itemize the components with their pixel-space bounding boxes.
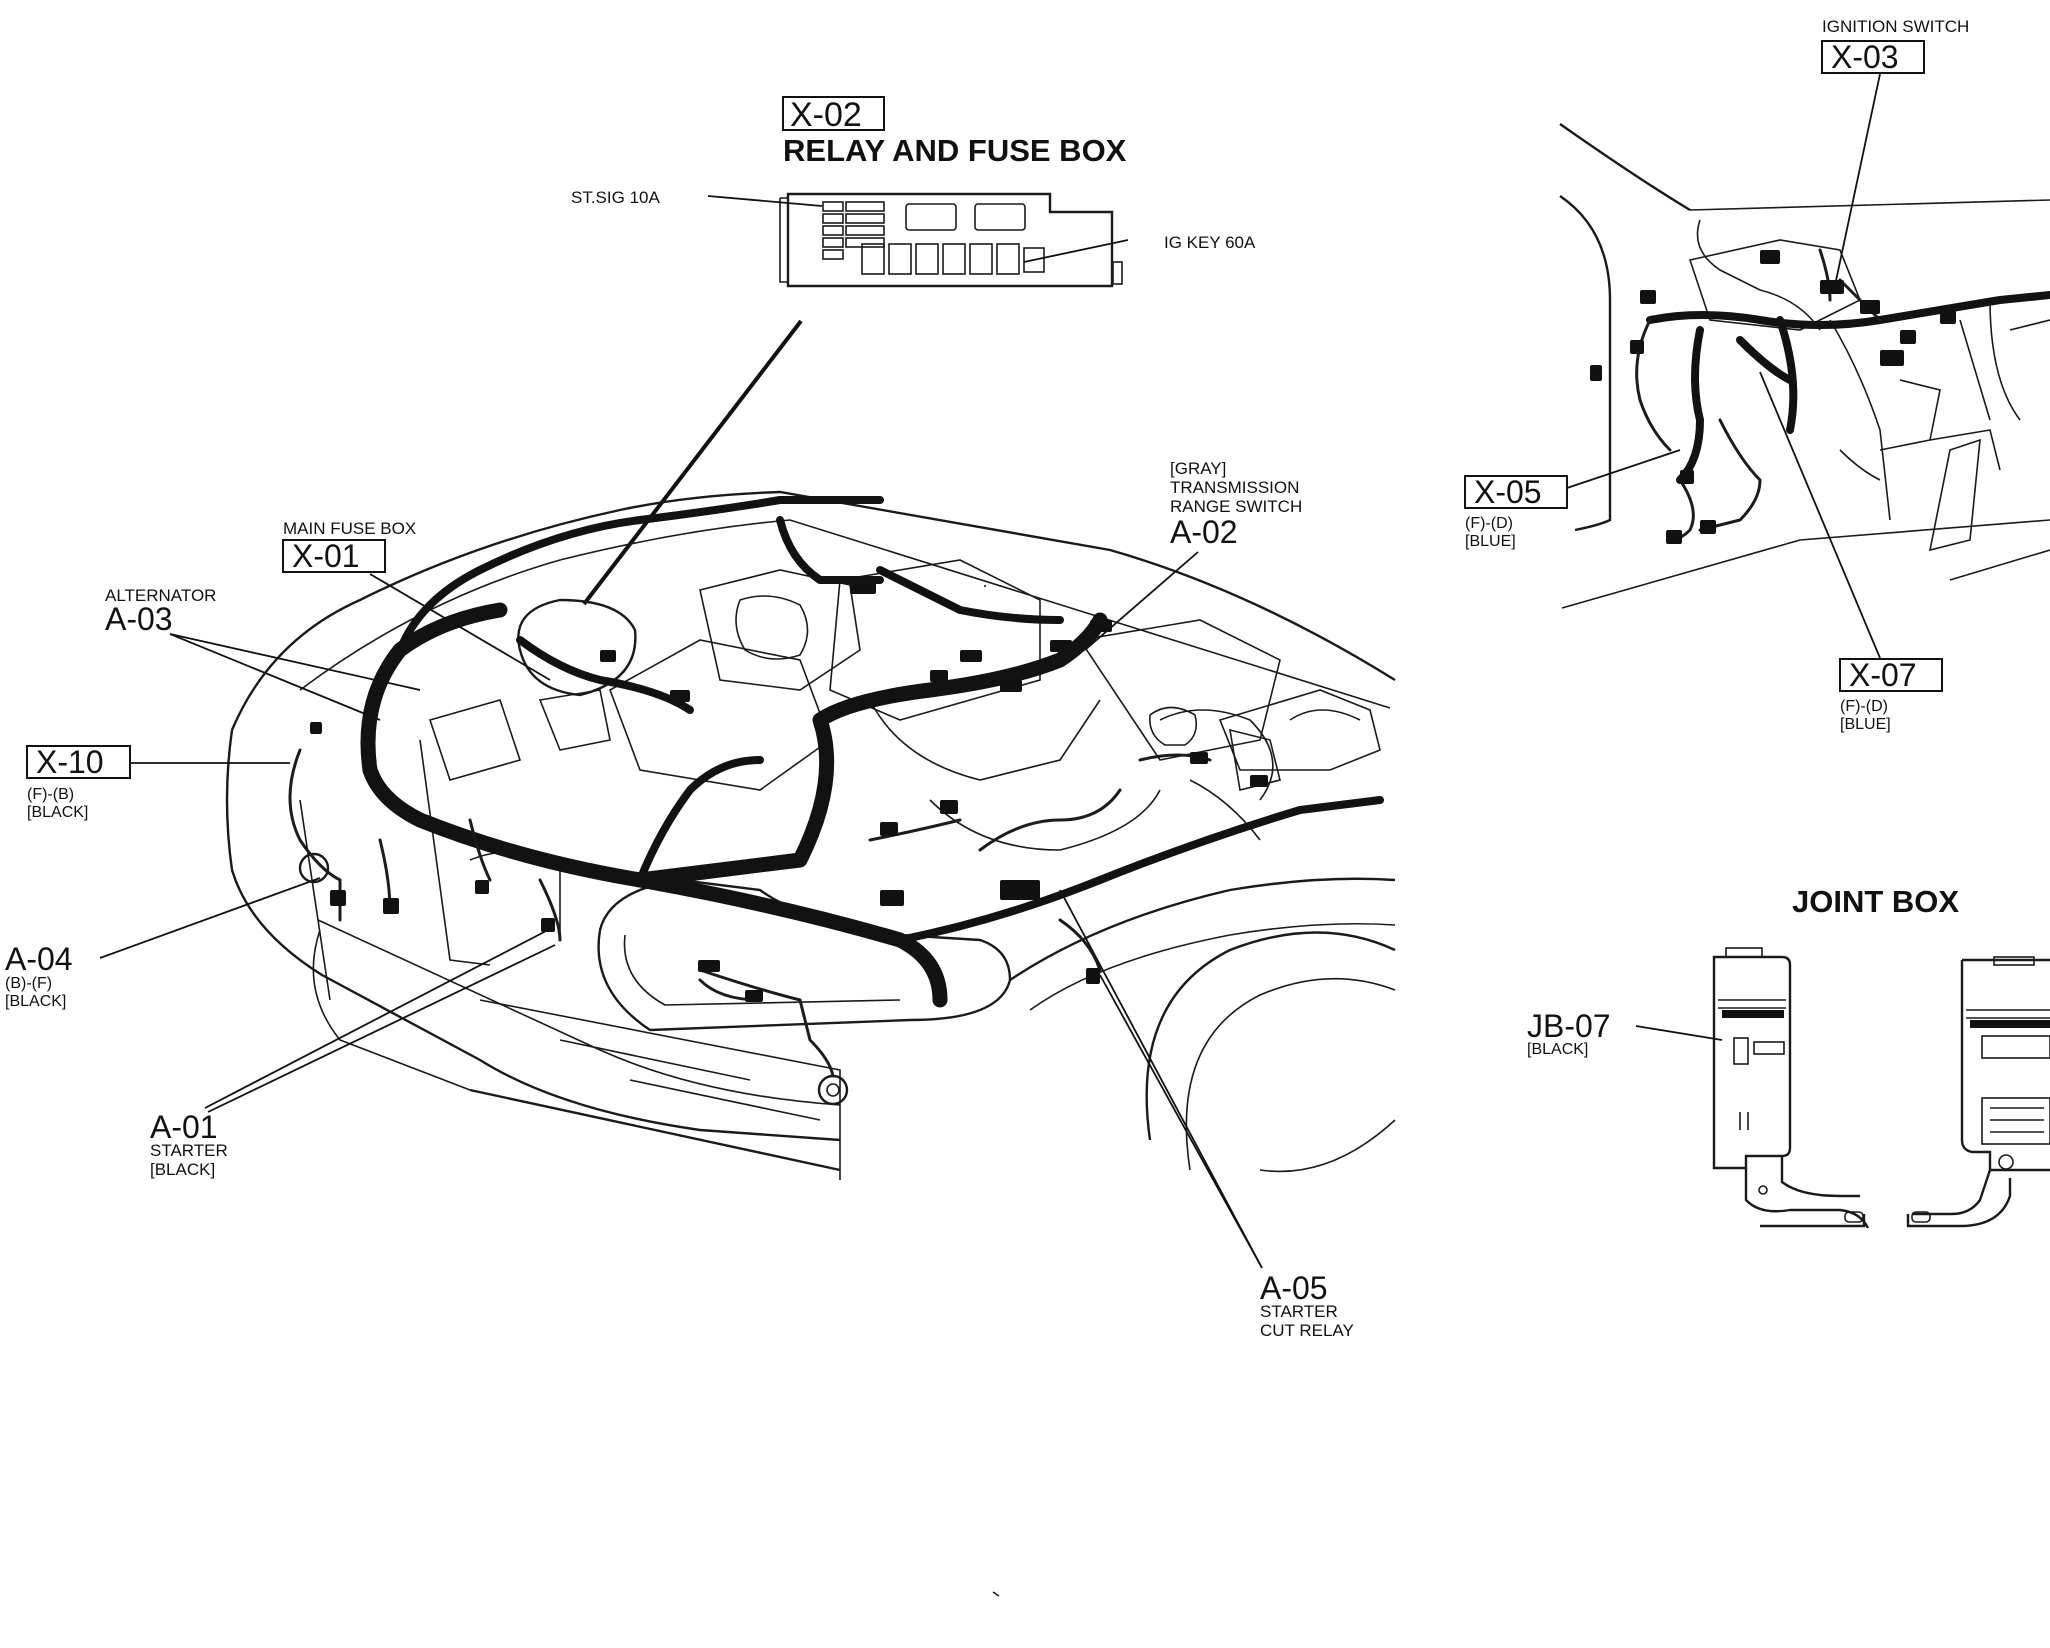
- connector-x10-code: X-10: [36, 744, 104, 780]
- starter-cut-relay-leader-2: [1099, 974, 1263, 1269]
- ig-key-fuse-label: IG KEY 60A: [1164, 233, 1256, 252]
- relay-fuse-box-drawing: [779, 192, 1123, 288]
- st-sig-fuse-label: ST.SIG 10A: [571, 188, 660, 207]
- starter-cut-relay-name-2: CUT RELAY: [1260, 1321, 1354, 1340]
- joint-box-leader: [1635, 1025, 1723, 1041]
- starter-cut-relay-name-1: STARTER: [1260, 1302, 1338, 1321]
- scan-mark: [992, 1591, 1000, 1597]
- transmission-switch-leader: [1084, 551, 1199, 651]
- relay-fuse-box-code: X-02: [790, 96, 862, 134]
- relay-fuse-box-code-frame: [782, 96, 885, 131]
- joint-box-color: [BLACK]: [1527, 1041, 1588, 1058]
- connector-x05-leader: [1566, 449, 1681, 489]
- ig-key-leader: [1023, 239, 1129, 263]
- joint-box-right-unit: [1906, 956, 2050, 1228]
- main-fuse-box-code-frame: [282, 539, 386, 573]
- connector-x07-color: [BLUE]: [1840, 716, 1891, 733]
- starter-callout: A-01 STARTER [BLACK]: [150, 929, 556, 1179]
- connector-a04-color: [BLACK]: [5, 993, 66, 1010]
- starter-code: A-01: [150, 1109, 218, 1145]
- connector-x05-code: X-05: [1474, 474, 1542, 510]
- connector-x05-callout: X-05 (F)-(D) [BLUE]: [1464, 449, 1681, 550]
- transmission-switch-code: A-02: [1170, 514, 1238, 550]
- connector-x10-callout: X-10 (F)-(B) [BLACK]: [26, 744, 290, 821]
- alternator-callout: ALTERNATOR A-03: [105, 586, 421, 721]
- connector-x10-pins: (F)-(B): [27, 786, 74, 803]
- dashboard-illustration: [1559, 123, 2050, 609]
- starter-leader-2: [207, 944, 556, 1113]
- connector-a04-leader: [99, 877, 321, 959]
- engine-bay-illustration: [225, 490, 1396, 1180]
- alternator-name: ALTERNATOR: [105, 586, 216, 605]
- connector-x07-callout: X-07 (F)-(D) [BLUE]: [1759, 371, 1943, 733]
- starter-cut-relay-code: A-05: [1260, 1270, 1328, 1306]
- connector-x05-code-frame: [1464, 475, 1568, 509]
- transmission-switch-color: [GRAY]: [1170, 459, 1226, 478]
- main-fuse-box-callout: MAIN FUSE BOX X-01: [282, 519, 551, 681]
- connector-x10-color: [BLACK]: [27, 804, 88, 821]
- starter-leader-1: [204, 929, 549, 1109]
- connector-x07-code-frame: [1839, 658, 1943, 692]
- alternator-leader-2: [169, 633, 381, 721]
- connector-a04-pins: (B)-(F): [5, 975, 52, 992]
- alternator-leader-1: [169, 633, 421, 691]
- connector-a04-callout: A-04 (B)-(F) [BLACK]: [5, 877, 321, 1010]
- starter-cut-relay-callout: A-05 STARTER CUT RELAY: [1059, 889, 1354, 1340]
- connector-x05-color: [BLUE]: [1465, 533, 1516, 550]
- joint-box-code: JB-07: [1527, 1008, 1611, 1044]
- ignition-switch-code-frame: [1821, 40, 1925, 74]
- connector-x05-pins: (F)-(D): [1465, 515, 1513, 532]
- ignition-switch-name: IGNITION SWITCH: [1822, 17, 1969, 36]
- transmission-switch-callout: [GRAY] TRANSMISSION RANGE SWITCH A-02: [1084, 459, 1302, 651]
- joint-box-title: JOINT BOX: [1792, 884, 1959, 919]
- ignition-switch-code: X-03: [1831, 39, 1899, 75]
- main-fuse-box-name: MAIN FUSE BOX: [283, 519, 416, 538]
- relay-fuse-box-title: RELAY AND FUSE BOX: [783, 133, 1127, 168]
- transmission-switch-name-1: TRANSMISSION: [1170, 478, 1299, 497]
- relay-fuse-box-callout: X-02 RELAY AND FUSE BOX ST.S: [571, 96, 1256, 606]
- ignition-switch-callout: IGNITION SWITCH X-03: [1821, 17, 1969, 291]
- st-sig-leader: [707, 195, 823, 207]
- connector-x07-pins: (F)-(D): [1840, 698, 1888, 715]
- connector-a04-code: A-04: [5, 941, 73, 977]
- starter-color: [BLACK]: [150, 1160, 215, 1179]
- transmission-switch-name-2: RANGE SWITCH: [1170, 497, 1302, 516]
- connector-x10-code-frame: [26, 745, 131, 779]
- connector-x07-leader: [1759, 371, 1881, 659]
- relay-fuse-box-pointer: [582, 319, 803, 606]
- connector-x07-code: X-07: [1849, 657, 1917, 693]
- main-fuse-box-code: X-01: [292, 538, 360, 574]
- joint-box-callout: JOINT BOX: [1527, 884, 2050, 1229]
- alternator-code: A-03: [105, 601, 173, 637]
- starter-name: STARTER: [150, 1141, 228, 1160]
- main-fuse-box-leader: [369, 573, 551, 681]
- joint-box-left-unit: [1712, 947, 1870, 1229]
- ignition-switch-leader: [1833, 73, 1881, 291]
- starter-cut-relay-leader-1: [1059, 889, 1263, 1269]
